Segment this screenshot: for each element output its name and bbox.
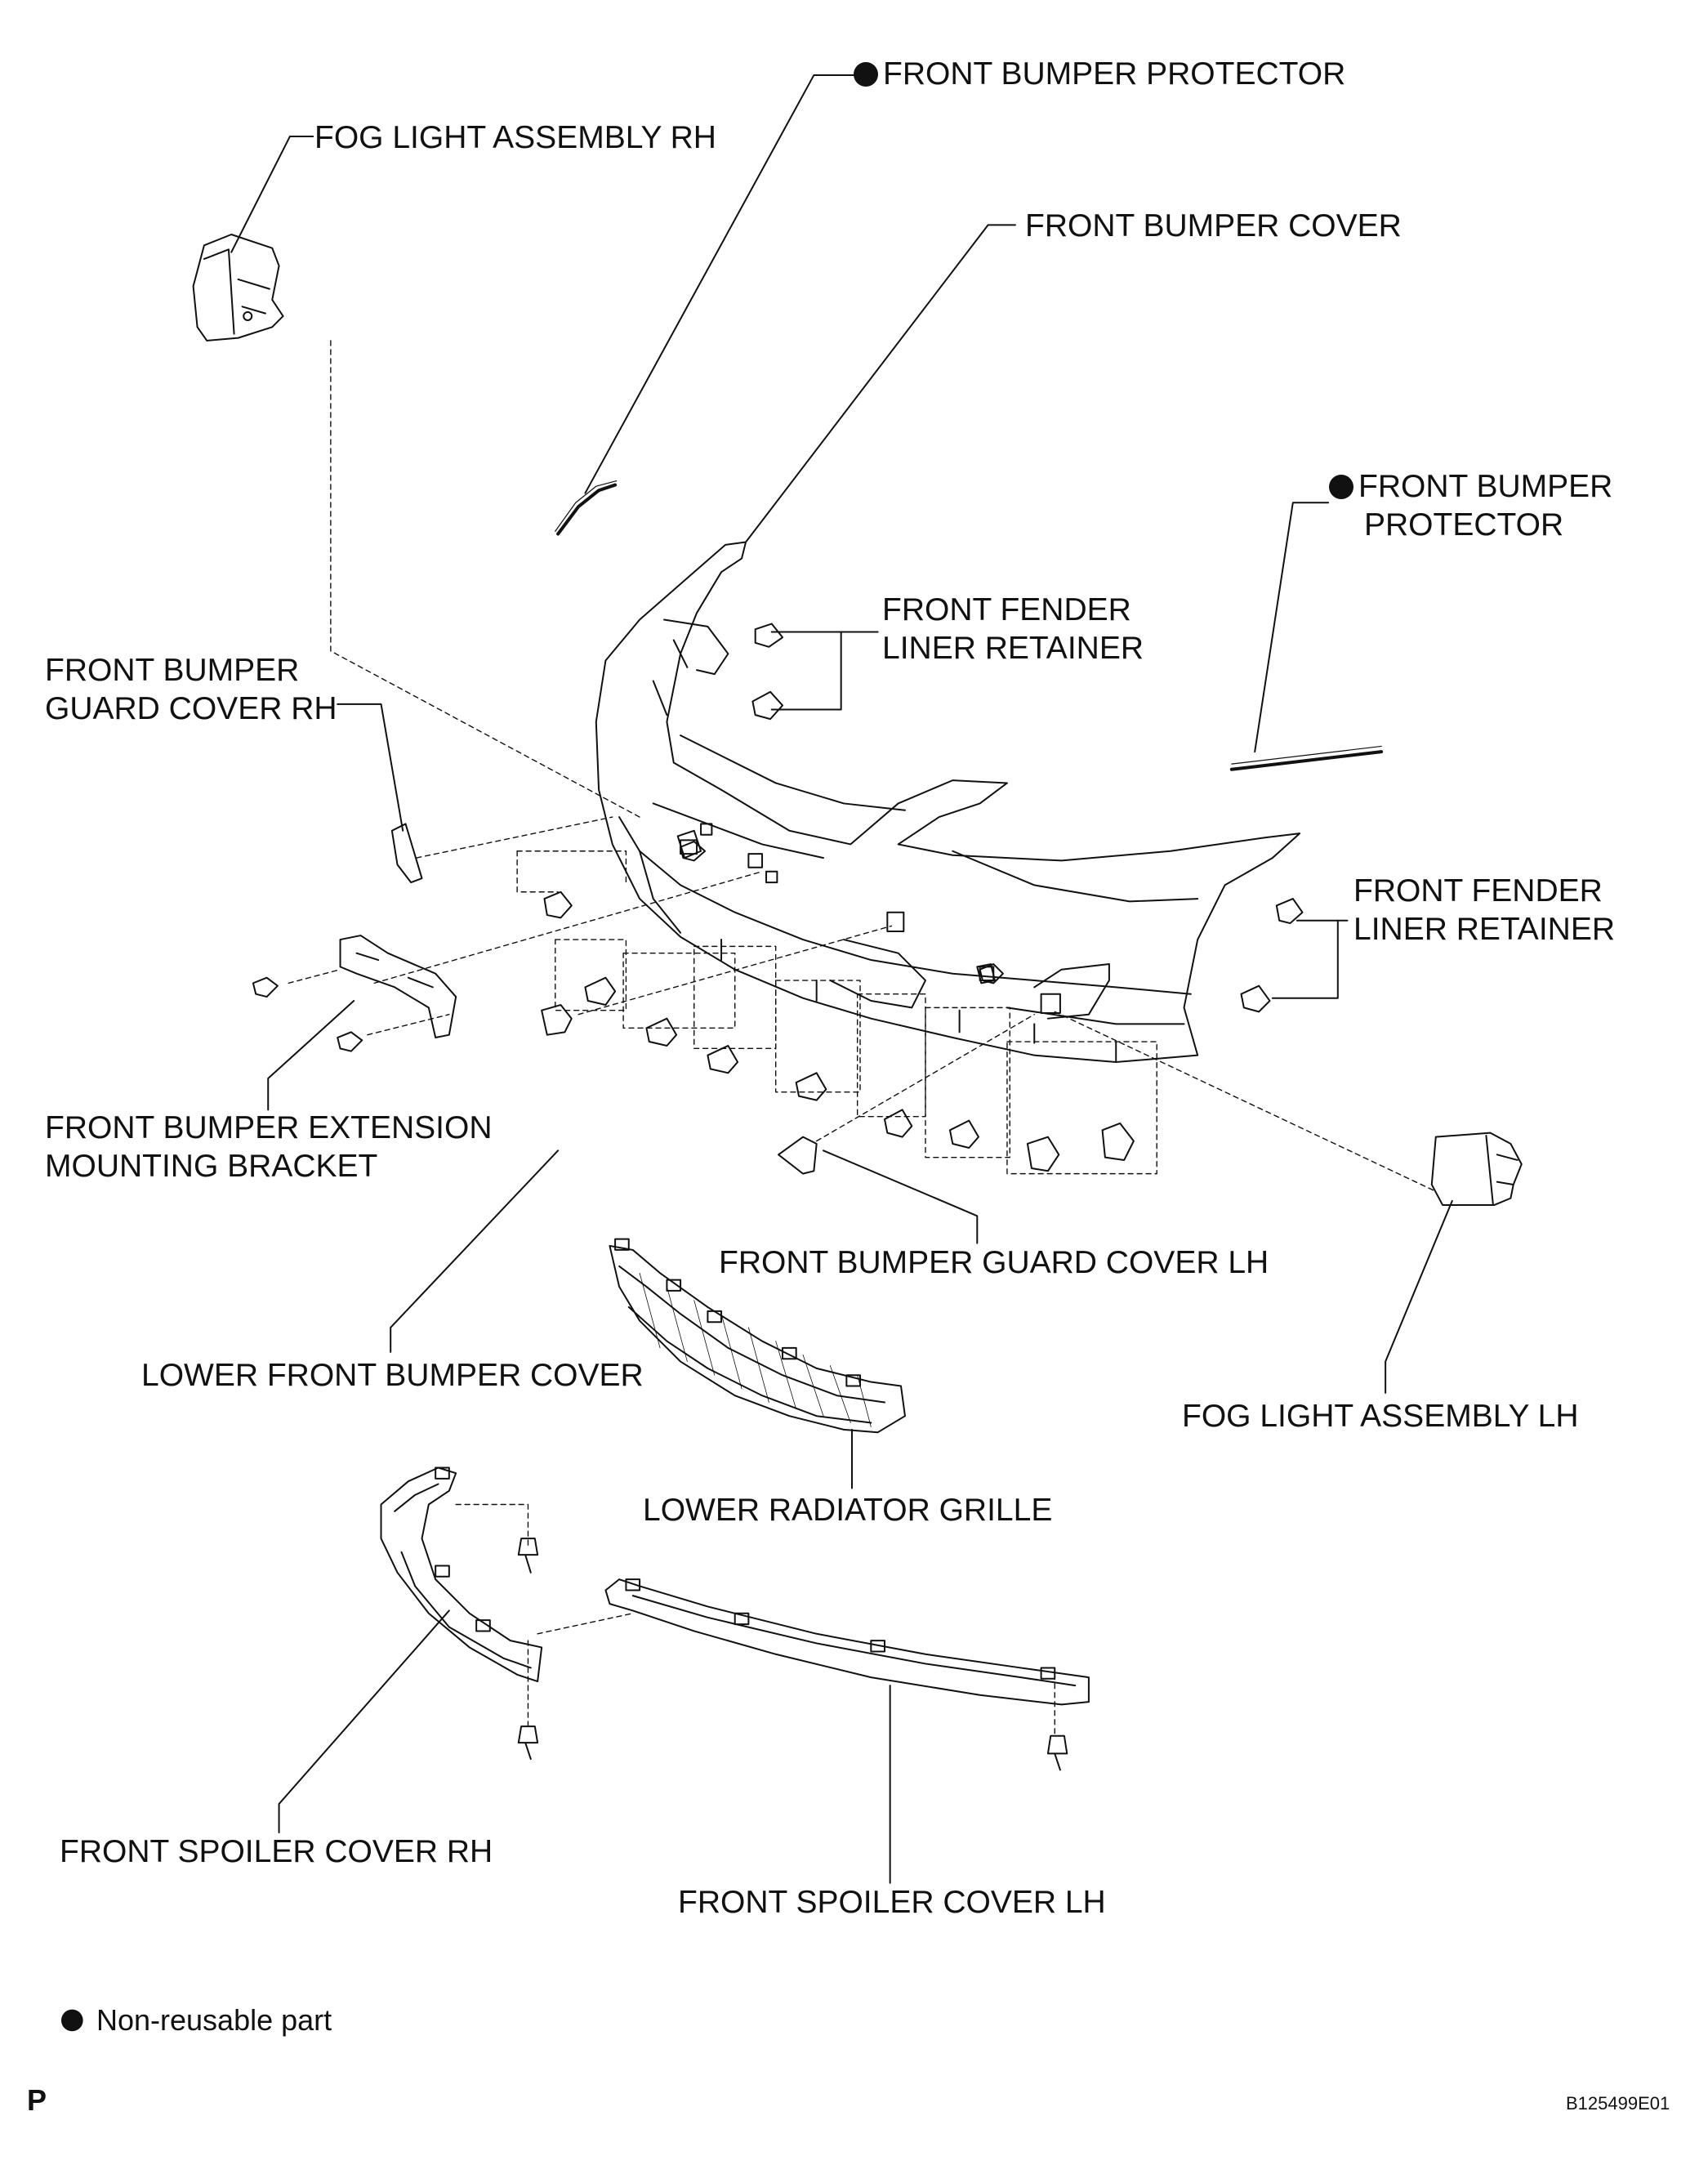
figure-code: B125499E01: [1566, 2093, 1670, 2114]
label-fog-light-rh: FOG LIGHT ASSEMBLY RH: [314, 120, 716, 155]
label-front-bumper-cover: FRONT BUMPER COVER: [1025, 208, 1402, 243]
front-bumper-cover-shape: [596, 542, 1300, 1062]
label-front-spoiler-cover-lh: FRONT SPOILER COVER LH: [678, 1885, 1106, 1920]
label-front-spoiler-cover-rh: FRONT SPOILER COVER RH: [60, 1834, 493, 1869]
spoiler-cover-lh-shape: [605, 1579, 1088, 1704]
spoiler-cover-rh-shape: [381, 1468, 542, 1682]
legend-dot-icon: [60, 2009, 83, 2032]
dashed-assembly-lines: [288, 341, 1436, 1736]
lower-front-bumper-cover-shape: [542, 1005, 572, 1035]
clip-shapes: [544, 624, 1302, 1172]
label-fender-liner-retainer-upper: FRONT FENDER LINER RETAINER: [882, 592, 1144, 666]
protector-strip-top-shape: [558, 485, 615, 534]
lower-radiator-grille-shape: [609, 1239, 905, 1433]
label-guard-cover-lh: FRONT BUMPER GUARD COVER LH: [719, 1245, 1269, 1280]
label-front-bumper-protector-right: FRONT BUMPER PROTECTOR: [1329, 467, 1612, 544]
label-fog-light-lh: FOG LIGHT ASSEMBLY LH: [1182, 1399, 1579, 1434]
fog-light-rh-shape: [194, 234, 283, 341]
protector-strip-right-shape: [1232, 752, 1381, 770]
non-reusable-dot-icon: [854, 62, 878, 87]
bolt-shapes: [253, 841, 1067, 1770]
label-lower-radiator-grille: LOWER RADIATOR GRILLE: [643, 1493, 1053, 1528]
protector-strip-top-outline: [555, 481, 617, 532]
legend-non-reusable: Non-reusable part: [96, 2003, 332, 2037]
label-fender-liner-retainer-lower: FRONT FENDER LINER RETAINER: [1353, 873, 1615, 947]
guard-cover-rh-shape: [392, 824, 422, 882]
label-guard-cover-rh: FRONT BUMPER GUARD COVER RH: [45, 653, 337, 726]
label-front-bumper-protector-top: FRONT BUMPER PROTECTOR: [854, 55, 1345, 93]
non-reusable-dot-icon: [1329, 475, 1353, 499]
footer-left-mark: P: [27, 2083, 47, 2117]
label-lower-front-bumper-cover: LOWER FRONT BUMPER COVER: [141, 1358, 644, 1393]
protector-strip-right-outline: [1232, 746, 1381, 764]
guard-cover-lh-shape: [778, 1137, 817, 1174]
leader-lines: [231, 75, 1452, 1883]
label-extension-mounting-bracket: FRONT BUMPER EXTENSION MOUNTING BRACKET: [45, 1110, 493, 1184]
extension-bracket-shape: [341, 935, 457, 1038]
fog-light-lh-shape: [1432, 1133, 1522, 1205]
